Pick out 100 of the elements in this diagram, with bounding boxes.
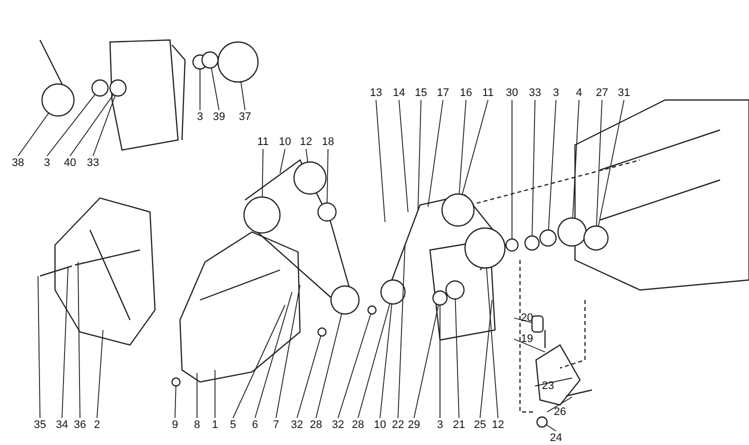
spring-cap bbox=[531, 315, 544, 333]
callout-number: 16 bbox=[460, 87, 472, 99]
callout-number: 15 bbox=[414, 87, 428, 99]
callout-number: 3 bbox=[436, 419, 444, 431]
washer bbox=[432, 290, 448, 306]
leader-line bbox=[316, 313, 342, 418]
callout-number: 31 bbox=[618, 87, 630, 99]
callout-number: 22 bbox=[392, 419, 404, 431]
leader-line bbox=[548, 100, 556, 230]
callout-number: 28 bbox=[310, 419, 322, 431]
callout-number: 36 bbox=[74, 419, 86, 431]
leader-line bbox=[70, 94, 114, 156]
pulley-wheel bbox=[41, 83, 75, 117]
leader-line bbox=[196, 372, 198, 418]
leader-line bbox=[596, 100, 602, 226]
pulley-wheel bbox=[243, 196, 281, 234]
callout-number: 39 bbox=[212, 111, 226, 123]
callout-number: 9 bbox=[172, 419, 178, 431]
washer bbox=[317, 327, 327, 337]
leader-line bbox=[418, 100, 422, 210]
callout-number: 26 bbox=[554, 406, 566, 418]
leader-line bbox=[380, 303, 392, 418]
leader-line bbox=[38, 276, 40, 418]
leader-line bbox=[46, 94, 96, 156]
callout-number: 23 bbox=[542, 380, 554, 392]
callout-number: 38 bbox=[12, 157, 24, 169]
callout-number: 33 bbox=[528, 87, 542, 99]
callout-number: 29 bbox=[408, 419, 420, 431]
leader-line bbox=[546, 396, 572, 412]
callout-number: 35 bbox=[34, 419, 46, 431]
washer bbox=[109, 79, 127, 97]
pulley-wheel bbox=[293, 161, 327, 195]
leader-line bbox=[598, 100, 624, 227]
callout-number: 25 bbox=[474, 419, 486, 431]
leader-line bbox=[62, 268, 68, 418]
leader-line bbox=[514, 318, 532, 324]
leader-line bbox=[174, 386, 176, 418]
washer bbox=[171, 377, 181, 387]
callout-number: 3 bbox=[552, 87, 560, 99]
leader-line bbox=[96, 330, 104, 418]
callout-number: 28 bbox=[352, 419, 364, 431]
callout-number: 3 bbox=[196, 111, 204, 123]
leader-line bbox=[486, 267, 498, 418]
callout-number: 12 bbox=[492, 419, 504, 431]
leader-line bbox=[414, 304, 439, 418]
callout-number: 18 bbox=[322, 136, 334, 148]
washer bbox=[524, 235, 540, 251]
leader-line bbox=[428, 100, 444, 208]
callout-number: 12 bbox=[300, 136, 312, 148]
washer bbox=[91, 79, 109, 97]
leader-line bbox=[78, 262, 80, 418]
callout-number: 13 bbox=[370, 87, 382, 99]
callout-number: 6 bbox=[252, 419, 258, 431]
callout-number: 24 bbox=[550, 432, 562, 444]
leader-line bbox=[534, 378, 572, 386]
leader-line bbox=[262, 148, 264, 198]
callout-number: 30 bbox=[506, 87, 518, 99]
leader-line bbox=[398, 244, 406, 418]
leader-line bbox=[480, 300, 492, 418]
callout-number: 1 bbox=[212, 419, 218, 431]
callout-number: 37 bbox=[238, 111, 252, 123]
washer bbox=[536, 416, 548, 428]
washer bbox=[445, 280, 465, 300]
callout-number: 5 bbox=[230, 419, 236, 431]
leader-line bbox=[240, 81, 246, 110]
callout-number: 7 bbox=[272, 419, 280, 431]
pulley-wheel bbox=[464, 227, 506, 269]
callout-number: 8 bbox=[194, 419, 200, 431]
leader-line bbox=[296, 335, 322, 418]
leader-line bbox=[280, 148, 286, 174]
leader-line bbox=[210, 67, 220, 110]
washer bbox=[367, 305, 377, 315]
callout-number: 32 bbox=[290, 419, 304, 431]
leader-line bbox=[376, 100, 386, 222]
washer bbox=[201, 51, 219, 69]
callout-number: 4 bbox=[576, 87, 582, 99]
callout-number: 21 bbox=[452, 419, 466, 431]
callout-number: 11 bbox=[257, 136, 269, 148]
leader-line bbox=[532, 100, 536, 236]
callout-number: 10 bbox=[278, 136, 292, 148]
leader-line bbox=[326, 148, 328, 204]
washer bbox=[317, 202, 337, 222]
leader-line bbox=[232, 304, 286, 418]
leader-line bbox=[276, 284, 300, 418]
pulley-wheel bbox=[583, 225, 609, 251]
callout-number: 3 bbox=[44, 157, 50, 169]
leader-line bbox=[462, 100, 488, 196]
callout-number: 17 bbox=[436, 87, 450, 99]
pulley-wheel bbox=[441, 193, 475, 227]
callout-number: 10 bbox=[374, 419, 386, 431]
leader-line bbox=[572, 100, 580, 218]
leader-line bbox=[92, 95, 116, 156]
leader-line bbox=[398, 100, 408, 212]
pulley-wheel bbox=[380, 279, 406, 305]
leader-line bbox=[214, 370, 216, 418]
washer bbox=[539, 229, 557, 247]
callout-number: 32 bbox=[332, 419, 344, 431]
callout-number: 2 bbox=[94, 419, 100, 431]
pulley-wheel bbox=[330, 285, 360, 315]
callout-number: 40 bbox=[64, 157, 76, 169]
